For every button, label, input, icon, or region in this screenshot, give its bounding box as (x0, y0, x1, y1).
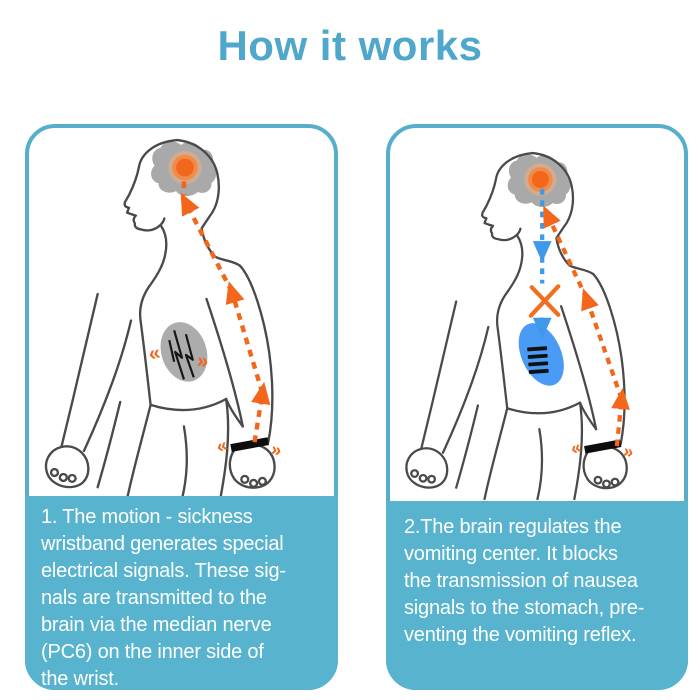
caption-line: the wrist. (41, 668, 120, 690)
stomach-calm-lines-icon (527, 346, 549, 374)
caption-line: 2.The brain regulates the (404, 516, 622, 538)
stomach-vibration-right-icon: » (195, 349, 210, 373)
caption-line: brain via the median nerve (41, 614, 272, 636)
page-title: How it works (217, 22, 483, 69)
caption-line: wristband generates special (41, 533, 284, 555)
person-illustration-step1: « » (29, 128, 334, 500)
stomach-icon: « » (146, 322, 210, 382)
nerve-signal-arrow (180, 181, 271, 443)
blocked-x-icon (528, 284, 561, 318)
caption-line: 1. The motion - sickness (41, 506, 253, 528)
step-1-caption: 1. The motion - sickness wristband gener… (25, 496, 338, 690)
panel-step-1: « » 1. The motion - sickness wristband g… (25, 124, 338, 690)
panel-step-2: 2.The brain regulates the vomiting cente… (386, 124, 688, 690)
caption-line: the transmission of nausea (404, 570, 638, 592)
caption-line: venting the vomiting reflex. (404, 624, 637, 646)
caption-line: electrical signals. These sig- (41, 560, 286, 582)
stomach-icon (518, 323, 564, 386)
stomach-vibration-left-icon: « (146, 341, 162, 366)
step-2-caption: 2.The brain regulates the vomiting cente… (386, 501, 688, 690)
nausea-zigzag-icon (168, 330, 195, 380)
caption-line: vomiting center. It blocks (404, 543, 618, 565)
caption-line: nals are transmitted to the (41, 587, 267, 609)
steps-row: « » 1. The motion - sickness wristband g… (0, 124, 700, 690)
caption-line: (PC6) on the inner side of (41, 641, 264, 663)
nerve-signal-arrow (543, 205, 630, 447)
person-illustration-step2 (390, 128, 684, 500)
caption-line: signals to the stomach, pre- (404, 597, 645, 619)
